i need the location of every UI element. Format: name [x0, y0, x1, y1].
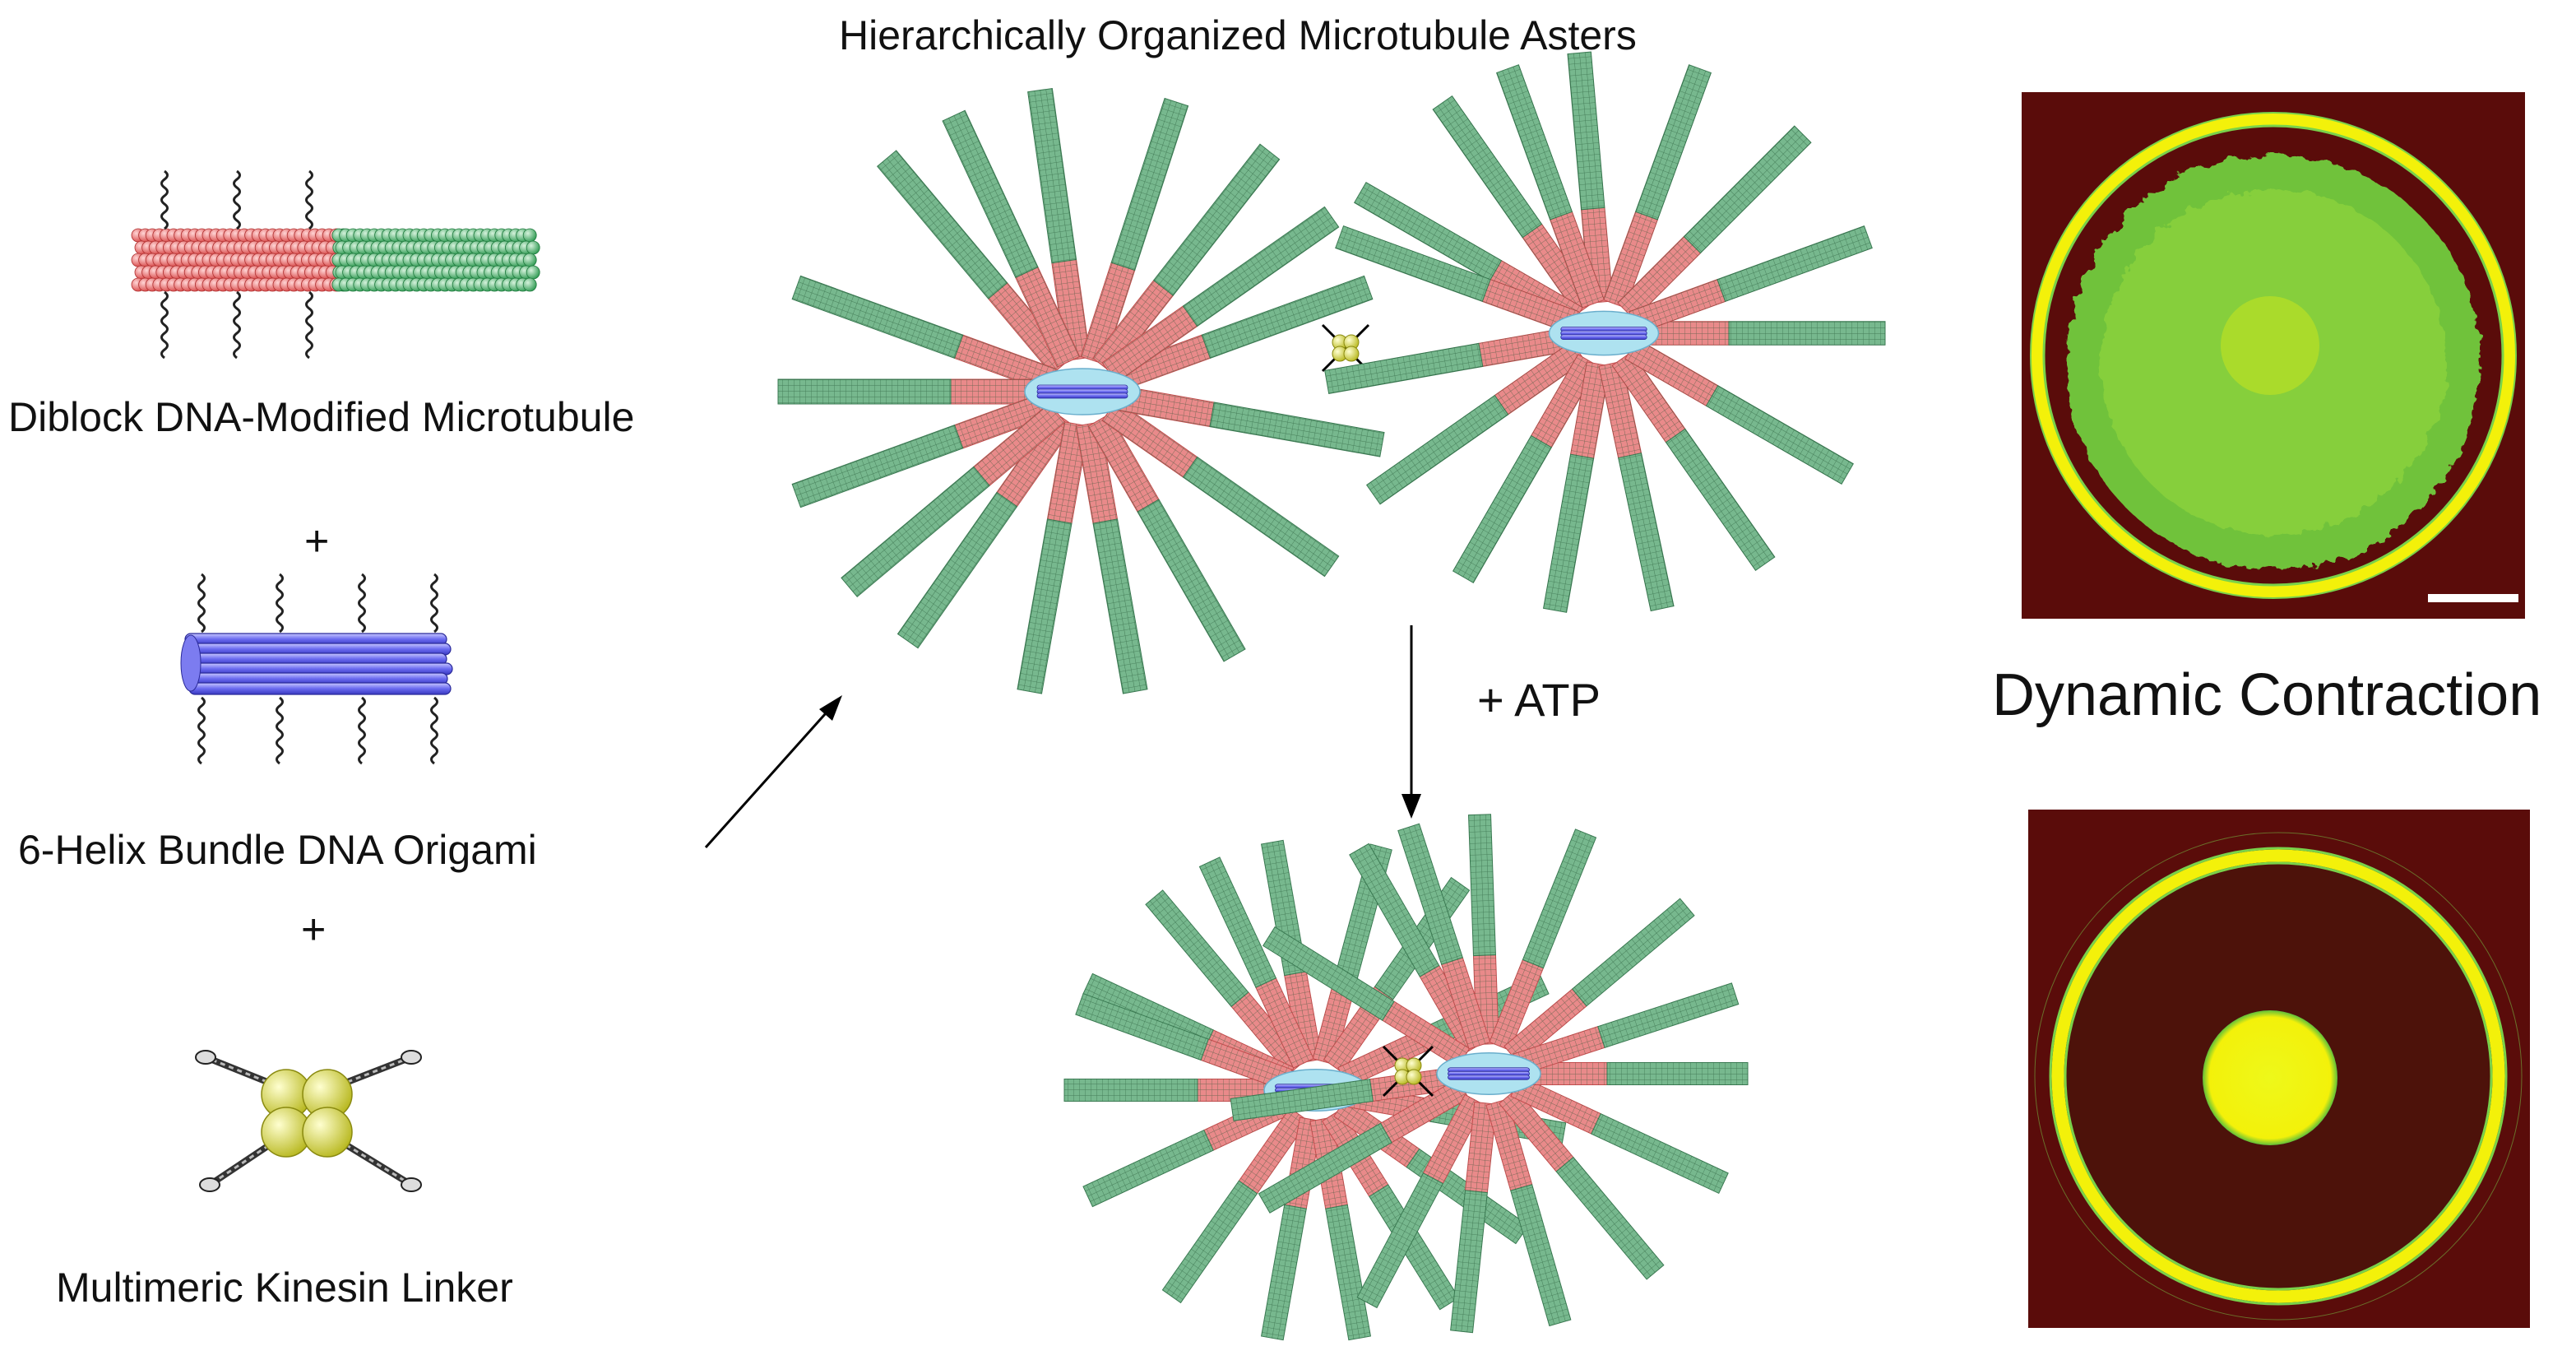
origami-label: 6-Helix Bundle DNA Origami	[18, 827, 537, 873]
six-helix-bundle-illustration	[180, 573, 453, 765]
aster-top-right	[1324, 51, 1886, 613]
plus-sign-1: +	[304, 518, 330, 565]
atp-arrow	[1402, 625, 1421, 819]
micrograph-before	[2022, 92, 2525, 619]
dynamic-contraction-label: Dynamic Contraction	[1992, 662, 2542, 728]
microtubule-label: Diblock DNA-Modified Microtubule	[8, 394, 635, 440]
micrograph-after	[2028, 810, 2530, 1328]
atp-label: + ATP	[1477, 674, 1601, 726]
scale-bar	[2428, 594, 2518, 602]
diblock-microtubule-illustration	[131, 169, 540, 360]
assembly-arrow	[704, 695, 842, 849]
kinesin-linker-label: Multimeric Kinesin Linker	[56, 1265, 513, 1311]
kinesin-linker-illustration	[195, 1050, 422, 1192]
aster-top-left	[777, 87, 1385, 694]
contracted-aster-cluster	[1063, 814, 1749, 1341]
plus-sign-2: +	[301, 906, 327, 954]
figure-title: Hierarchically Organized Microtubule Ast…	[839, 12, 1637, 58]
